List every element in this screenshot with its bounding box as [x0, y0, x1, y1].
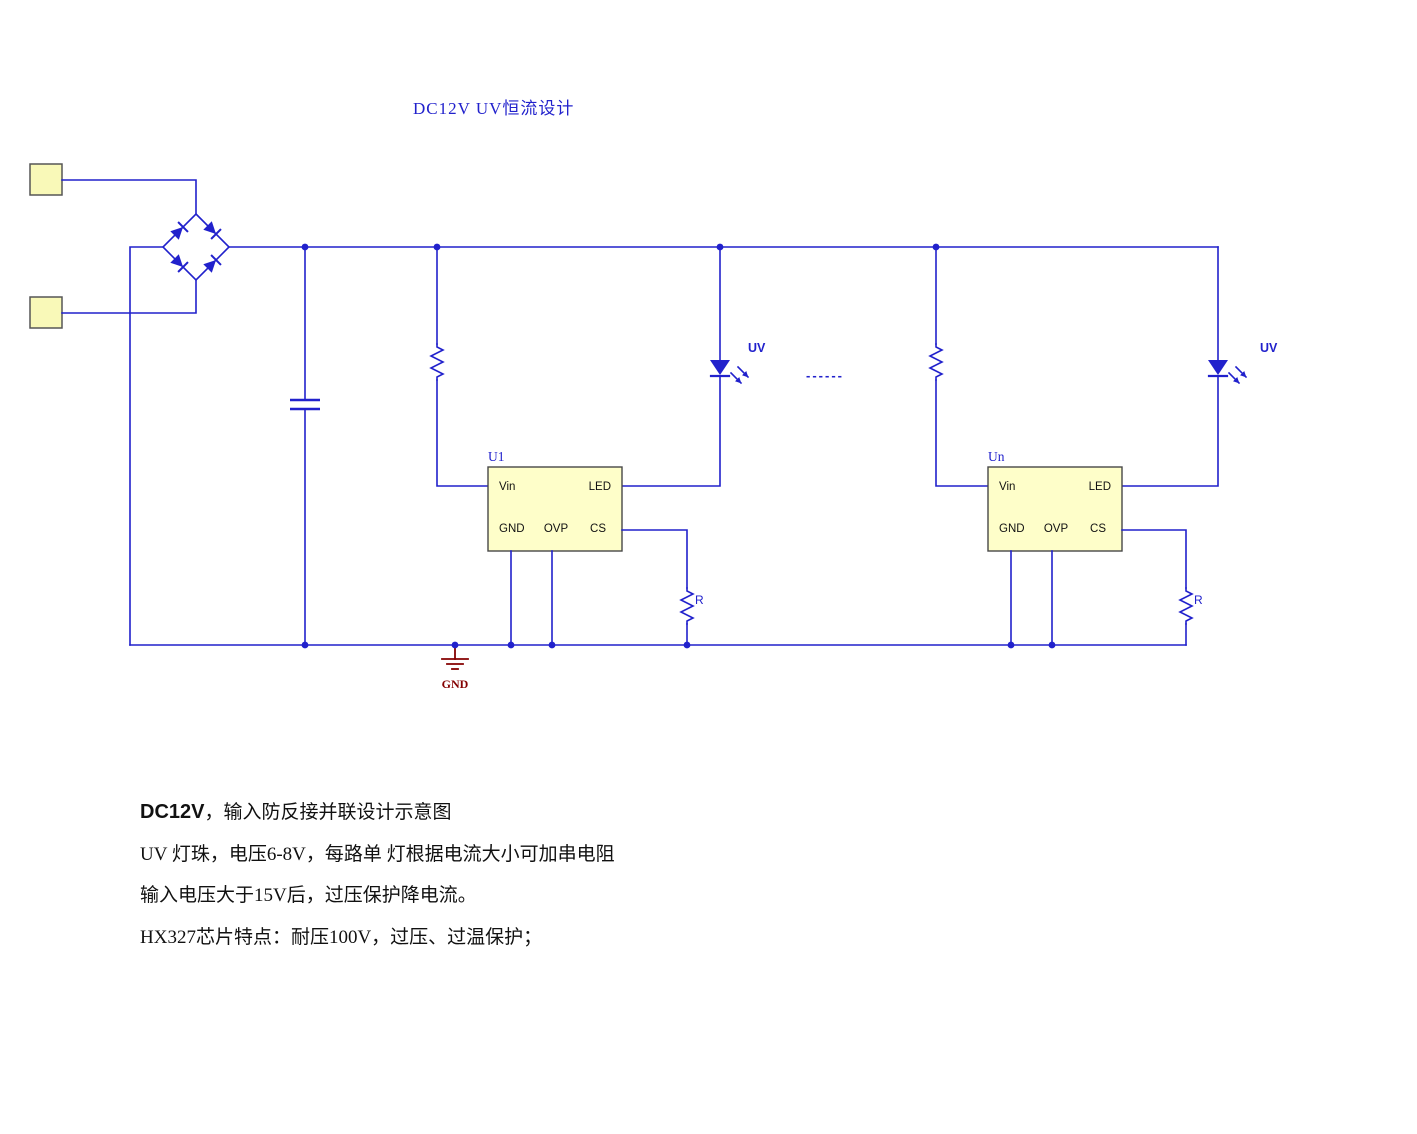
ic-un-pin-led: LED: [1089, 481, 1111, 493]
resistor-vin-1: [430, 246, 489, 487]
ic-u1-pin-led: LED: [589, 481, 611, 493]
uv-led-n: UV: [1121, 246, 1278, 487]
resistor-cs-1: R: [621, 529, 704, 646]
wire-left-rail: [129, 246, 164, 646]
wire-cs2: [1121, 529, 1187, 589]
note-line-1-bold: DC12V: [140, 801, 205, 823]
uv-led-1: UV: [621, 246, 766, 487]
ic-u1-ref: U1: [488, 449, 505, 464]
note-line-4: HX327芯片特点：耐压100V，过压、过温保护；: [140, 926, 543, 948]
page-title: DC12V UV恒流设计: [413, 99, 575, 118]
uv-label-2: UV: [1260, 341, 1278, 355]
note-line-3: 输入电压大于15V后，过压保护降电流。: [140, 885, 477, 906]
wire-led1-to-ic: [621, 375, 721, 487]
resistor-icon: [929, 343, 943, 381]
ic-un-ref: Un: [988, 449, 1005, 464]
led-icon: [1208, 360, 1246, 383]
ic-u1-pin-ovp: OVP: [544, 523, 569, 535]
bridge-outline: [161, 212, 231, 282]
ic-u1-pin-gnd: GND: [499, 523, 525, 535]
wire-cs1: [621, 529, 688, 589]
resistor-icon: [430, 343, 444, 381]
note-line-2: UV 灯珠，电压6-8V，每路单 灯根据电流大小可加串电阻: [140, 843, 615, 865]
wire-r2-to-vin: [935, 379, 989, 487]
ic-un-pin-gnd: GND: [999, 523, 1025, 535]
ground-label: GND: [442, 677, 469, 691]
ic-u1: U1 Vin LED GND OVP CS: [487, 449, 623, 552]
ic-un-pin-ovp: OVP: [1044, 523, 1069, 535]
r-label-2: R: [1194, 593, 1203, 607]
wire-led2-to-ic: [1121, 375, 1219, 487]
wire-r1-to-vin: [436, 379, 489, 487]
wire-input-bottom: [61, 279, 197, 314]
ic-un-pin-vin: Vin: [999, 481, 1015, 493]
filter-capacitor: [290, 246, 320, 646]
wire-input-top: [61, 179, 197, 215]
resistor-cs-n: R: [1121, 529, 1203, 646]
ic-u1-body: [487, 466, 623, 552]
note-line-1-rest: ，输入防反接并联设计示意图: [204, 802, 452, 823]
junction-dots: [301, 243, 1056, 649]
r-label-1: R: [695, 593, 704, 607]
resistor-icon: [680, 587, 694, 625]
ground-symbol: GND: [441, 644, 469, 691]
input-terminal-top: [29, 163, 63, 196]
resistor-icon: [1179, 587, 1193, 625]
input-terminal-bottom: [29, 296, 63, 329]
ic-un-body: [987, 466, 1123, 552]
continuation-dashes: ------: [806, 368, 844, 383]
ic-un: Un Vin LED GND OVP CS: [987, 449, 1123, 552]
bridge-rectifier: [161, 212, 231, 282]
led-icon: [710, 360, 748, 383]
ic-u1-pin-vin: Vin: [499, 481, 515, 493]
ic-un-pin-cs: CS: [1090, 523, 1106, 535]
note-line-1: DC12V，输入防反接并联设计示意图: [140, 792, 615, 834]
resistor-vin-n: [929, 246, 989, 487]
notes-block: DC12V，输入防反接并联设计示意图 UV 灯珠，电压6-8V，每路单 灯根据电…: [140, 792, 615, 958]
ic-u1-pin-cs: CS: [590, 523, 606, 535]
uv-label-1: UV: [748, 341, 766, 355]
